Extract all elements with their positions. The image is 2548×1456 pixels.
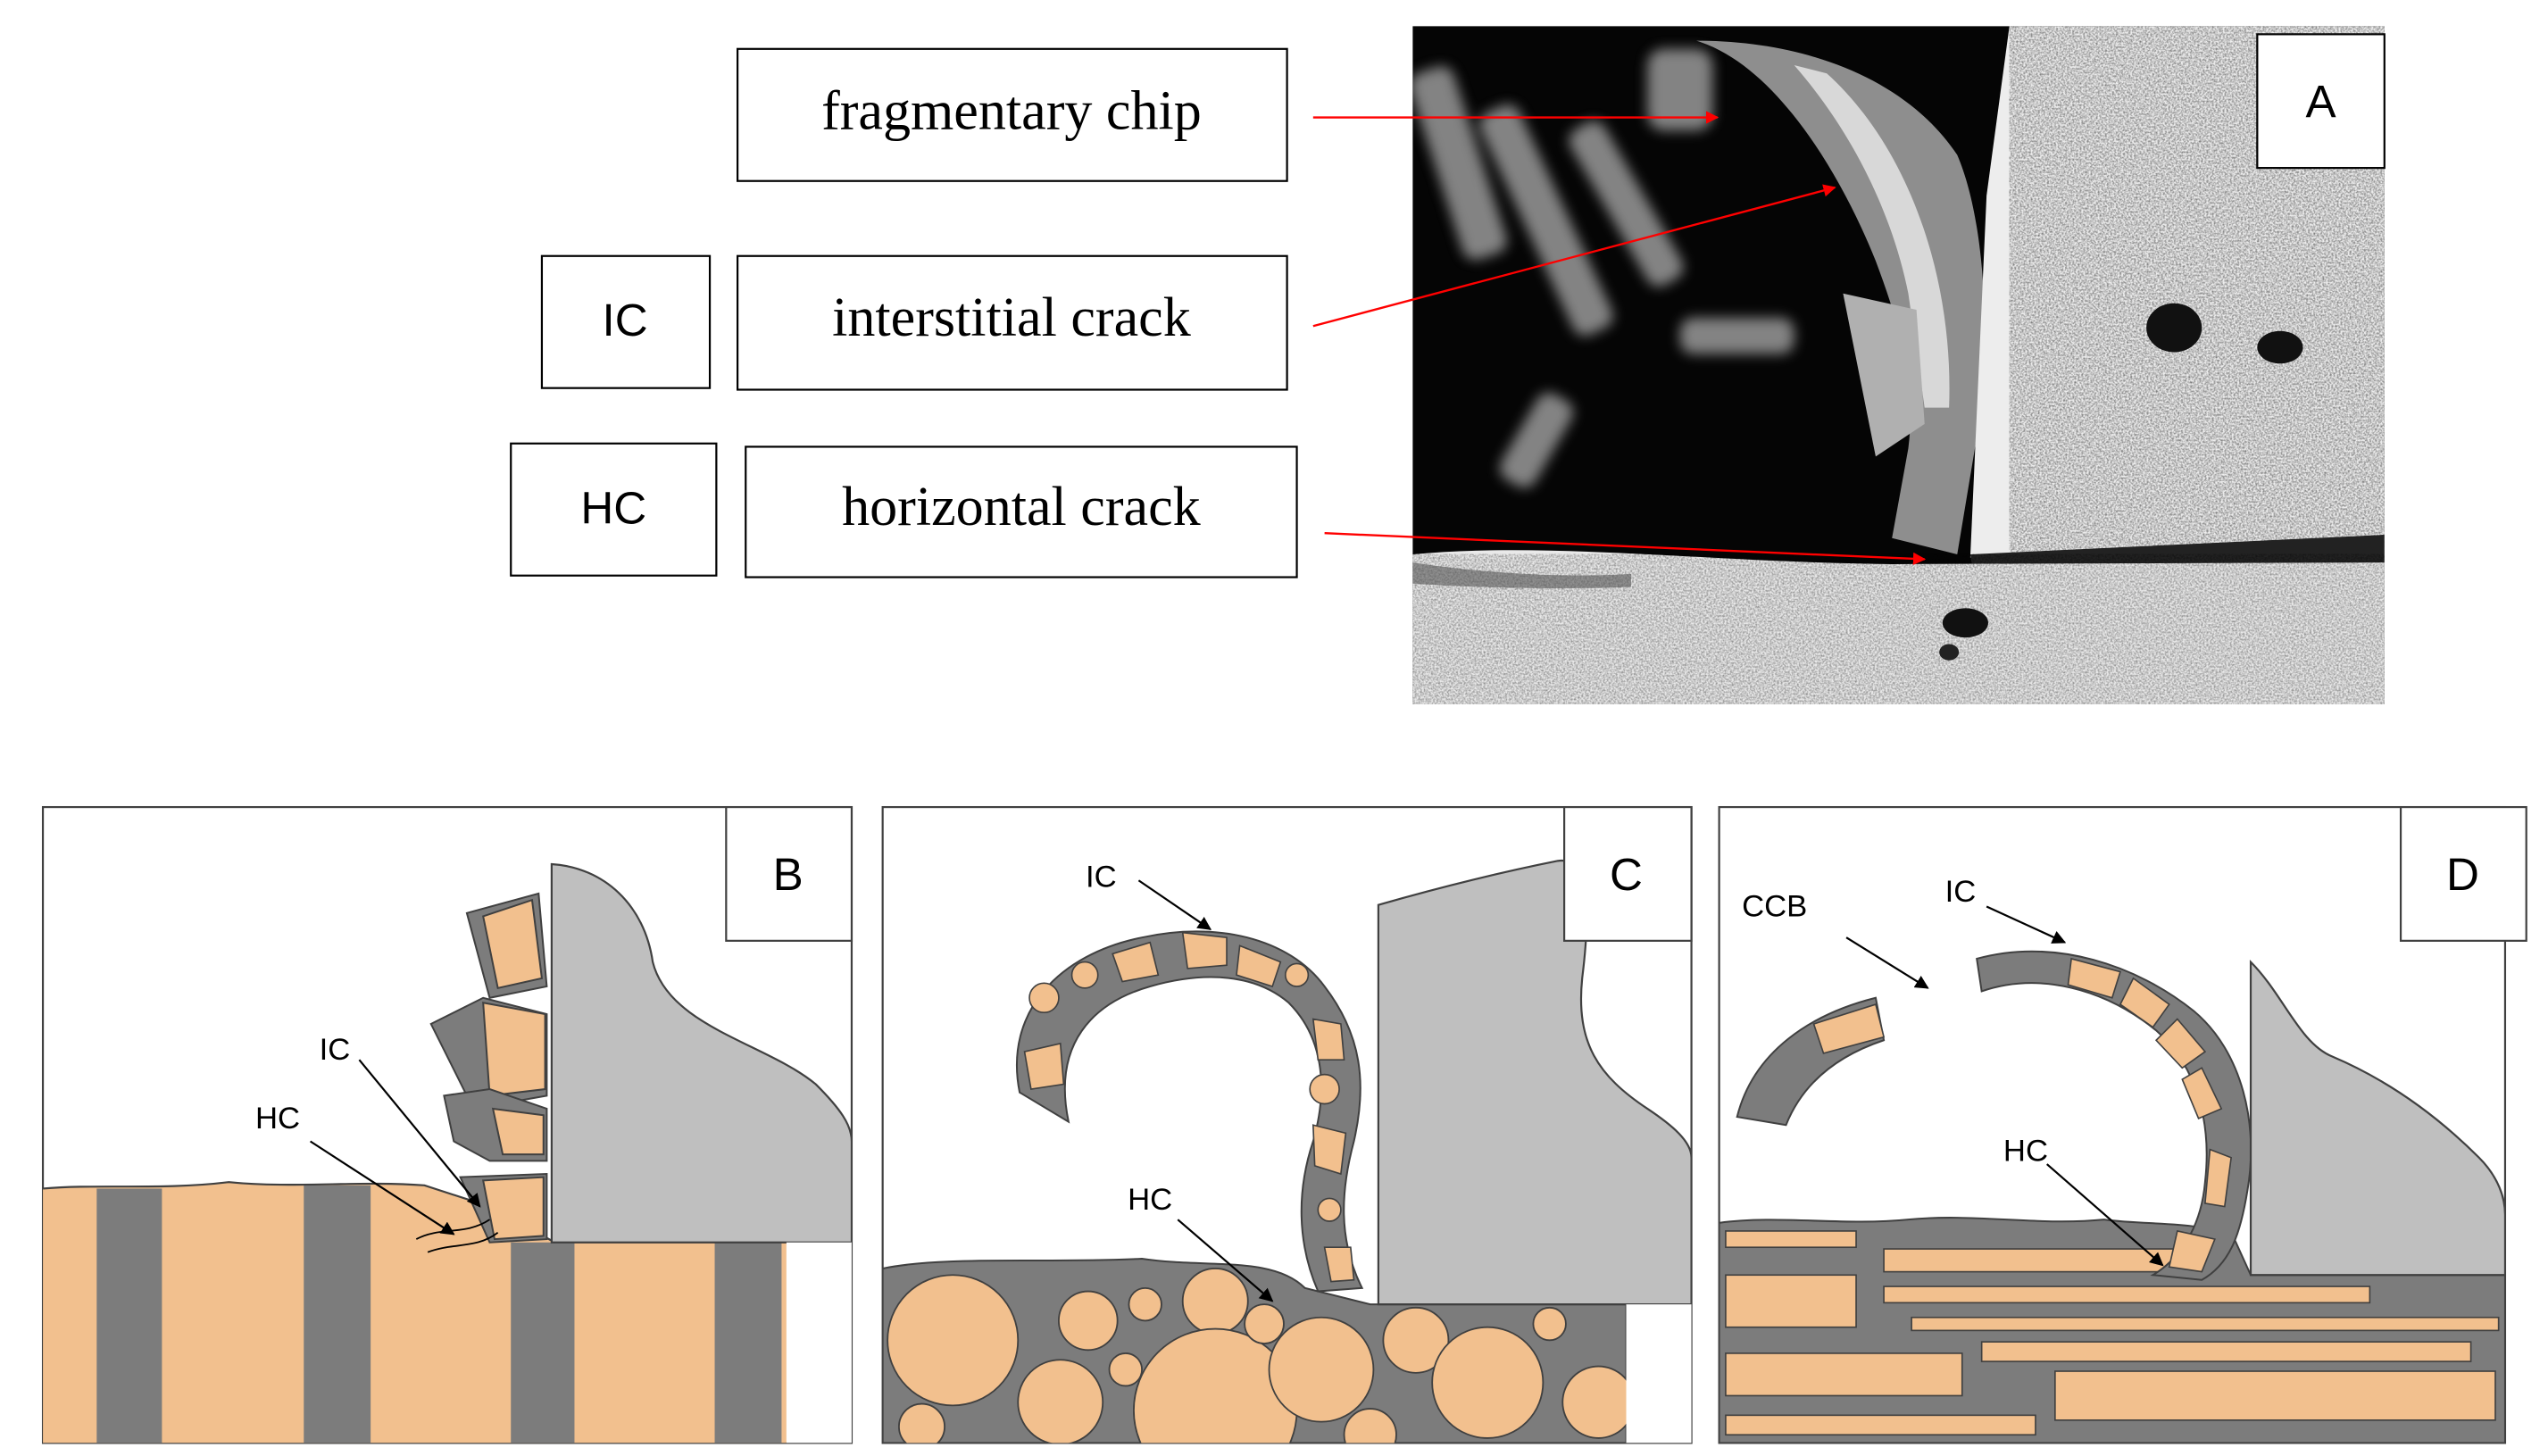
arrow-interstitial-crack [1312, 184, 1836, 328]
ic-abbrev-box [540, 254, 712, 389]
panel-c-letter: C [1610, 849, 1643, 900]
fragmentary-chip-label: fragmentary chip [821, 80, 1202, 141]
panel-d-ccb-label: CCB [1742, 889, 1807, 923]
panel-b-letter: B [773, 849, 804, 900]
horizontal-crack-label: horizontal crack [842, 477, 1202, 537]
panel-b-badge [725, 805, 853, 942]
panel-d-ic-label: IC [1945, 875, 1977, 909]
hc-abbrev-label: HC [580, 482, 646, 533]
panel-c-ic-label: IC [1086, 861, 1117, 894]
panel-c-hc-label: HC [1128, 1183, 1172, 1217]
horizontal-crack-box [745, 445, 1298, 578]
panel-d-diagram [1718, 805, 2507, 1444]
panel-b-hc-label: HC [255, 1102, 300, 1136]
interstitial-crack-box [737, 254, 1288, 391]
interstitial-crack-label: interstitial crack [832, 287, 1192, 348]
panel-c-badge [1563, 805, 1693, 942]
arrow-horizontal-crack [1324, 532, 1927, 566]
ic-abbrev-label: IC [603, 295, 648, 345]
panel-b-ic-label: IC [320, 1033, 351, 1067]
panel-a-photo [1412, 26, 2385, 705]
panel-d-letter: D [2446, 849, 2479, 900]
label-group: fragmentary chip IC interstitial crack H… [510, 47, 1298, 578]
panel-a-letter: A [2306, 77, 2336, 128]
fragmentary-chip-box [737, 47, 1288, 182]
panel-d-badge [2399, 805, 2527, 942]
panel-c-diagram [881, 805, 1693, 1444]
hc-abbrev-box [510, 442, 718, 577]
panel-d-hc-label: HC [2003, 1134, 2048, 1168]
panel-b-diagram [41, 805, 853, 1444]
panel-a-badge [2256, 33, 2386, 170]
